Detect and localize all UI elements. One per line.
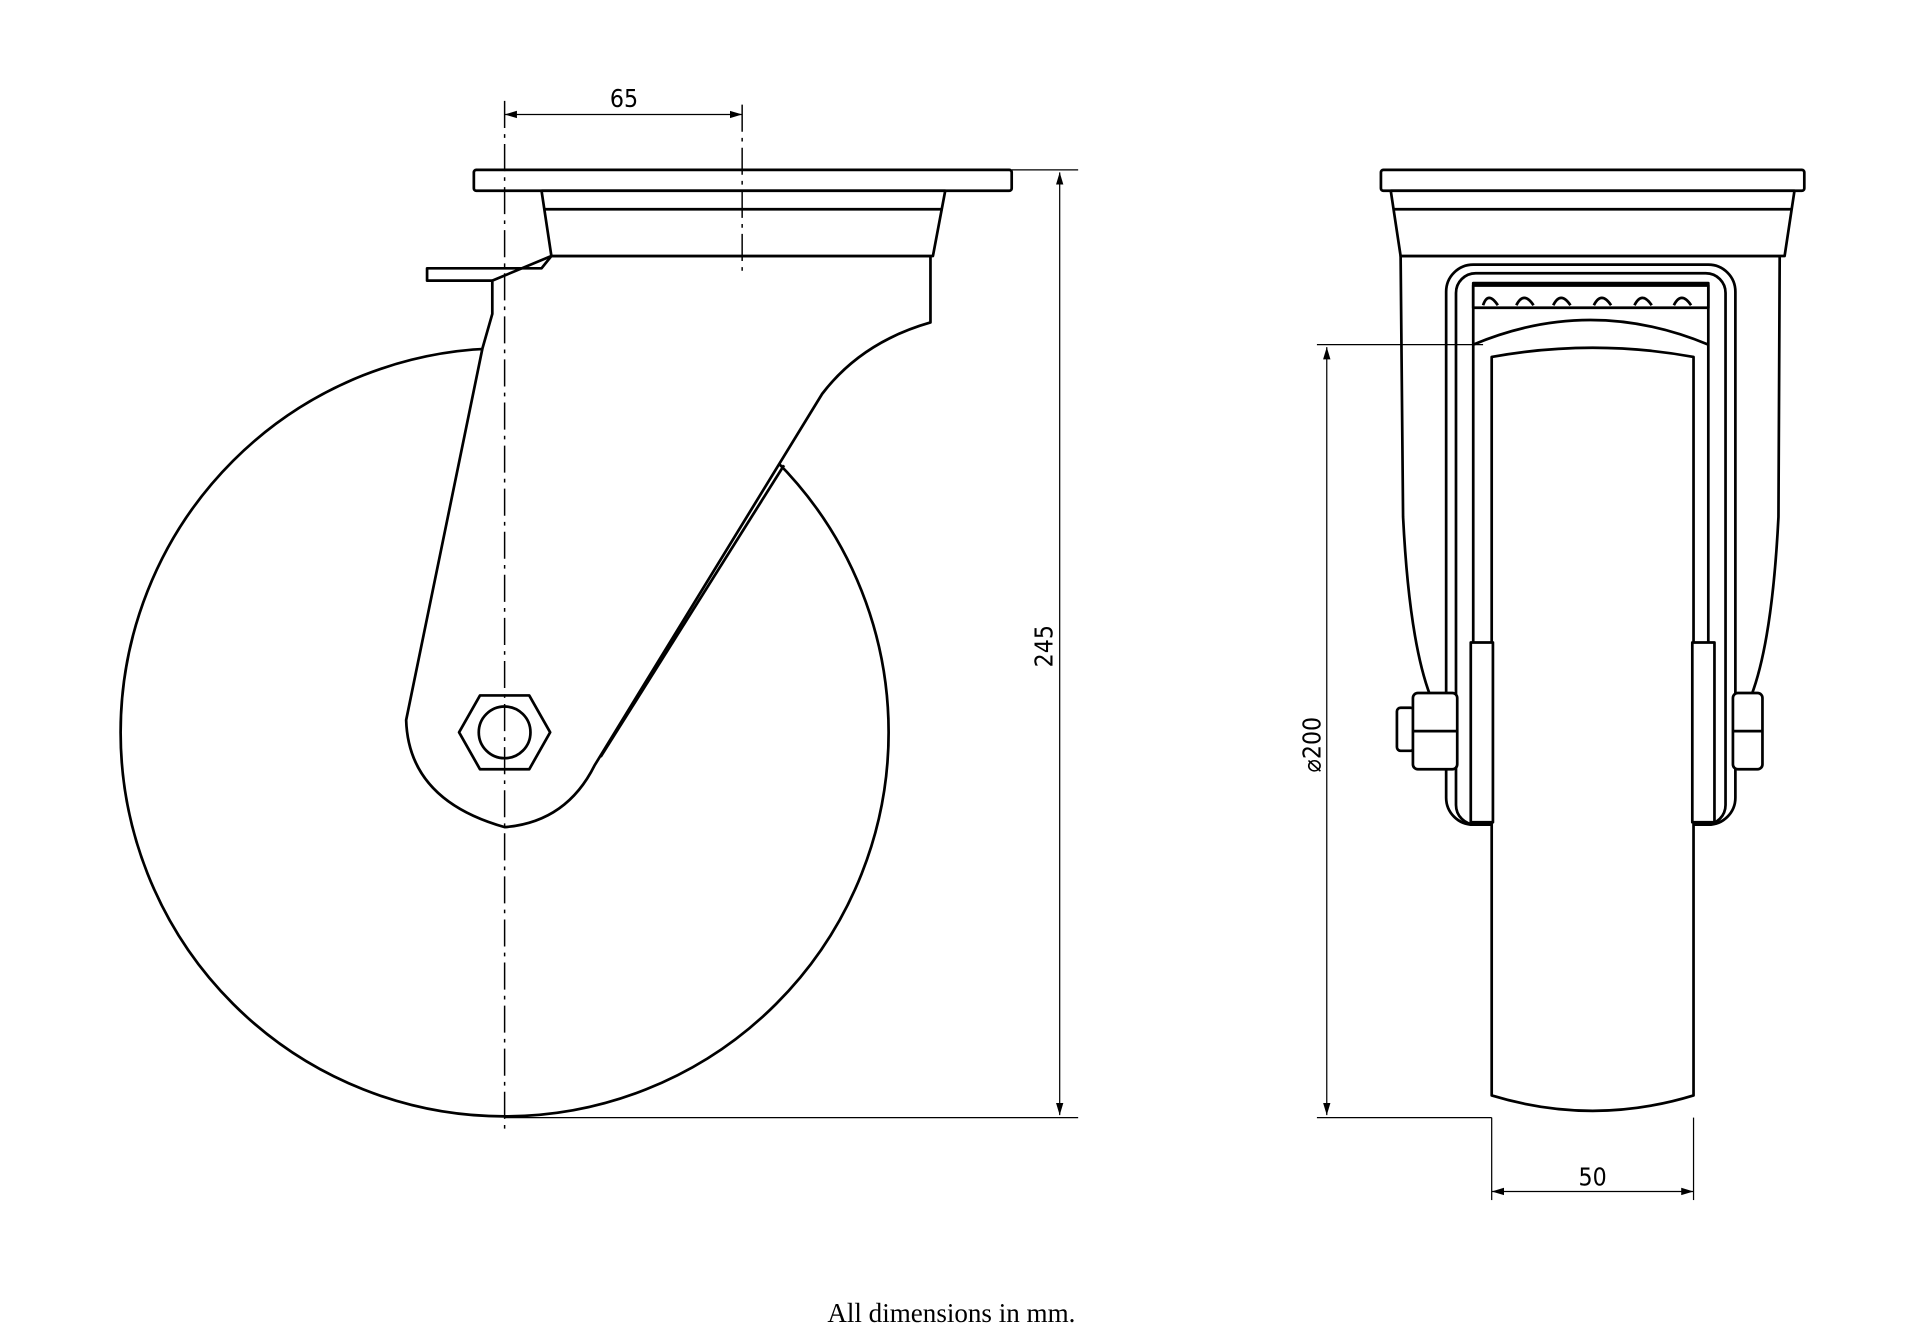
dimension-diameter-label: ⌀200	[1298, 717, 1327, 773]
hex-nut	[457, 694, 552, 771]
swivel-housing-front	[1389, 189, 1796, 258]
top-plate-front	[1379, 168, 1806, 193]
swivel-housing	[540, 189, 947, 258]
dimension-height-label: 245	[1029, 625, 1058, 667]
swivel-fork	[404, 254, 932, 829]
dimension-width-label: 50	[1579, 1162, 1607, 1191]
hub-left	[1469, 641, 1495, 824]
units-note: All dimensions in mm.	[827, 1298, 1075, 1328]
wheel-front	[1490, 346, 1695, 1113]
side-view: 65 245	[119, 84, 1079, 1130]
brake-tab	[425, 255, 553, 282]
front-view: ⌀200 50	[1298, 168, 1806, 1201]
fork-edge	[599, 464, 786, 758]
dimension-offset-label: 65	[610, 84, 638, 113]
wheel-top-arc	[1472, 318, 1709, 346]
hub-right	[1690, 641, 1716, 824]
bearing-balls	[1481, 296, 1693, 307]
